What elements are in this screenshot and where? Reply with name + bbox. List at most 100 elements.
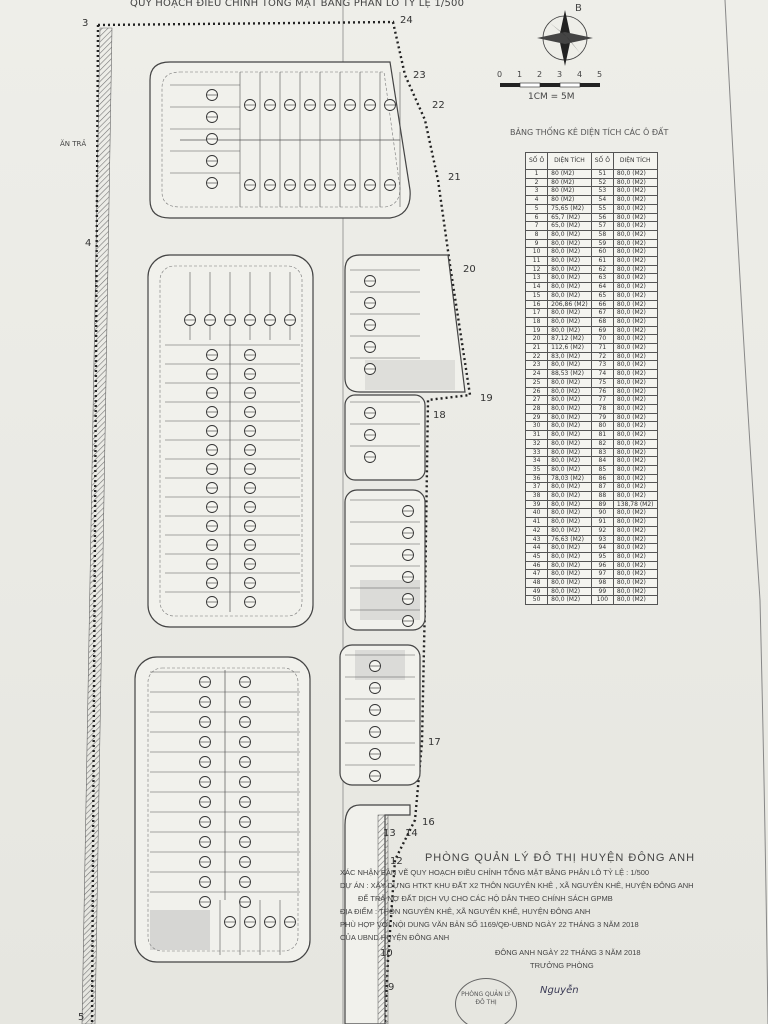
table-cell: 80,0 (M2) — [612, 264, 658, 275]
approval-block: PHÒNG QUẢN LÝ ĐÔ THỊ HUYỆN ĐÔNG ANH XÁC … — [340, 852, 760, 970]
table-cell: 69 — [590, 325, 614, 336]
block-d — [134, 656, 311, 963]
block-e — [344, 804, 411, 1024]
point-label: 12 — [390, 856, 403, 867]
table-cell: 52 — [590, 177, 614, 188]
table-cell: 93 — [590, 534, 614, 545]
table-cell: 5 — [524, 203, 549, 214]
col-header: DIỆN TÍCH — [547, 152, 592, 170]
scale-tick-1: 1 — [517, 70, 523, 79]
table-cell: 80,0 (M2) — [547, 412, 592, 423]
table-cell: 80,0 (M2) — [612, 551, 658, 562]
approval-line: PHÙ HỢP VỚI NỘI DUNG VĂN BẢN SỐ 1169/QĐ-… — [340, 920, 639, 929]
table-cell: 80,0 (M2) — [612, 595, 658, 606]
table-cell: 95 — [590, 551, 614, 562]
table-cell: 59 — [590, 238, 614, 249]
table-cell: 99 — [590, 586, 614, 597]
table-cell: 16 — [524, 299, 549, 310]
table-cell: 91 — [590, 517, 614, 527]
table-cell: 60 — [590, 247, 614, 258]
table-cell: 80,0 (M2) — [547, 316, 592, 327]
point-label: 21 — [448, 172, 461, 183]
table-cell: 80,0 (M2) — [547, 290, 592, 301]
scale-tick-2: 2 — [537, 70, 543, 79]
approval-line: ĐỊA ĐIỂM : THÔN NGUYÊN KHÊ, XÃ NGUYÊN KH… — [340, 907, 591, 916]
table-cell: 80,0 (M2) — [612, 256, 658, 266]
table-cell: 80,0 (M2) — [612, 238, 658, 249]
table-cell: 89 — [590, 499, 614, 510]
table-cell: 80,0 (M2) — [547, 482, 592, 492]
table-cell: 80,0 (M2) — [547, 264, 592, 275]
table-cell: 80,0 (M2) — [612, 203, 658, 214]
table-cell: 41 — [524, 517, 549, 527]
table-cell: 85 — [590, 464, 614, 475]
table-cell: 80,0 (M2) — [612, 543, 658, 553]
table-cell: 57 — [590, 221, 614, 231]
table-cell: 1 — [524, 169, 549, 179]
table-cell: 17 — [524, 308, 549, 318]
table-cell: 58 — [590, 229, 614, 240]
table-cell: 80,0 (M2) — [547, 447, 592, 458]
table-cell: 80,0 (M2) — [612, 247, 658, 258]
paper-edge — [724, 0, 768, 1024]
table-cell: 87 — [590, 482, 614, 492]
table-cell: 18 — [524, 316, 549, 327]
table-cell: 79 — [590, 412, 614, 423]
table-cell: 83,0 (M2) — [547, 351, 592, 362]
table-cell: 80,0 (M2) — [612, 369, 658, 379]
table-cell: 11 — [524, 256, 549, 266]
table-cell: 62 — [590, 264, 614, 275]
table-cell: 80,0 (M2) — [547, 377, 592, 388]
table-cell: 138,78 (M2) — [612, 499, 658, 510]
table-cell: 33 — [524, 447, 549, 458]
point-label: 20 — [463, 264, 476, 275]
table-cell: 80,0 (M2) — [612, 334, 658, 345]
table-cell: 90 — [590, 508, 614, 519]
table-cell: 80,0 (M2) — [612, 525, 658, 536]
table-cell: 80,0 (M2) — [547, 464, 592, 475]
table-cell: 80,0 (M2) — [612, 421, 658, 432]
point-label: 23 — [413, 70, 426, 81]
table-cell: 80,0 (M2) — [612, 169, 658, 179]
table-cell: 8 — [524, 229, 549, 240]
table-cell: 80 — [590, 421, 614, 432]
scale-bar — [500, 82, 600, 88]
point-label: 13 — [383, 828, 396, 839]
table-cell: 80,0 (M2) — [612, 386, 658, 397]
table-cell: 80,0 (M2) — [547, 404, 592, 414]
col-header: DIỆN TÍCH — [612, 152, 658, 170]
table-cell: 92 — [590, 525, 614, 536]
table-cell: 81 — [590, 430, 614, 440]
point-label: 14 — [405, 828, 418, 839]
table-cell: 39 — [524, 499, 549, 510]
table-cell: 80,0 (M2) — [547, 517, 592, 527]
table-cell: 80,0 (M2) — [547, 525, 592, 536]
table-cell: 80,0 (M2) — [547, 386, 592, 397]
table-cell: 65 — [590, 290, 614, 301]
table-cell: 2 — [524, 177, 549, 188]
table-cell: 29 — [524, 412, 549, 423]
table-cell: 46 — [524, 560, 549, 571]
table-cell: 80,0 (M2) — [547, 595, 592, 606]
table-cell: 80,0 (M2) — [612, 517, 658, 527]
